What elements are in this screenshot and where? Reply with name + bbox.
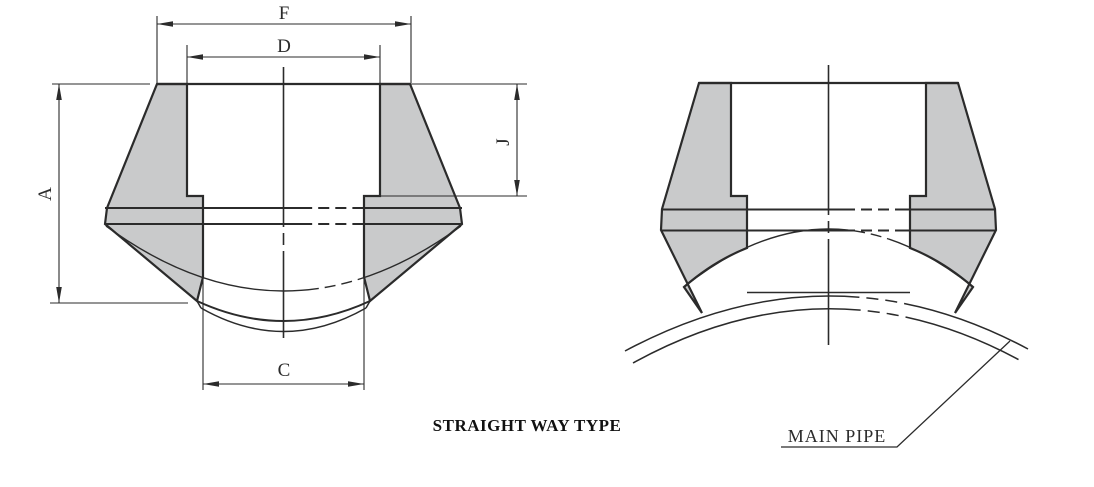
dimension-label-C: C [277,360,291,381]
front-view-body [103,67,464,338]
dimension-label-F: F [278,3,290,24]
dimension-D [186,45,381,83]
view-caption: STRAIGHT WAY TYPE [432,416,622,435]
main-pipe-outer-arc [624,295,1029,352]
right-section-wedge [362,82,464,303]
saddle-tip-right [365,300,371,309]
dimension-J [380,84,527,197]
side-view-body [624,65,1029,448]
main-pipe-leader [781,340,1011,448]
dimension-label-J: J [493,138,514,146]
front-view-dimensions [50,16,527,390]
side-right-wedge [908,81,998,314]
side-left-wedge [659,81,749,314]
dimension-A [50,83,527,304]
saddle-tip-left [196,300,202,309]
main-pipe-callout: MAIN PIPE [787,426,887,446]
left-section-wedge [103,82,205,303]
dimension-C [202,196,365,390]
dimension-F [156,16,412,83]
dimension-label-D: D [277,36,291,57]
dimension-label-A: A [35,187,56,201]
